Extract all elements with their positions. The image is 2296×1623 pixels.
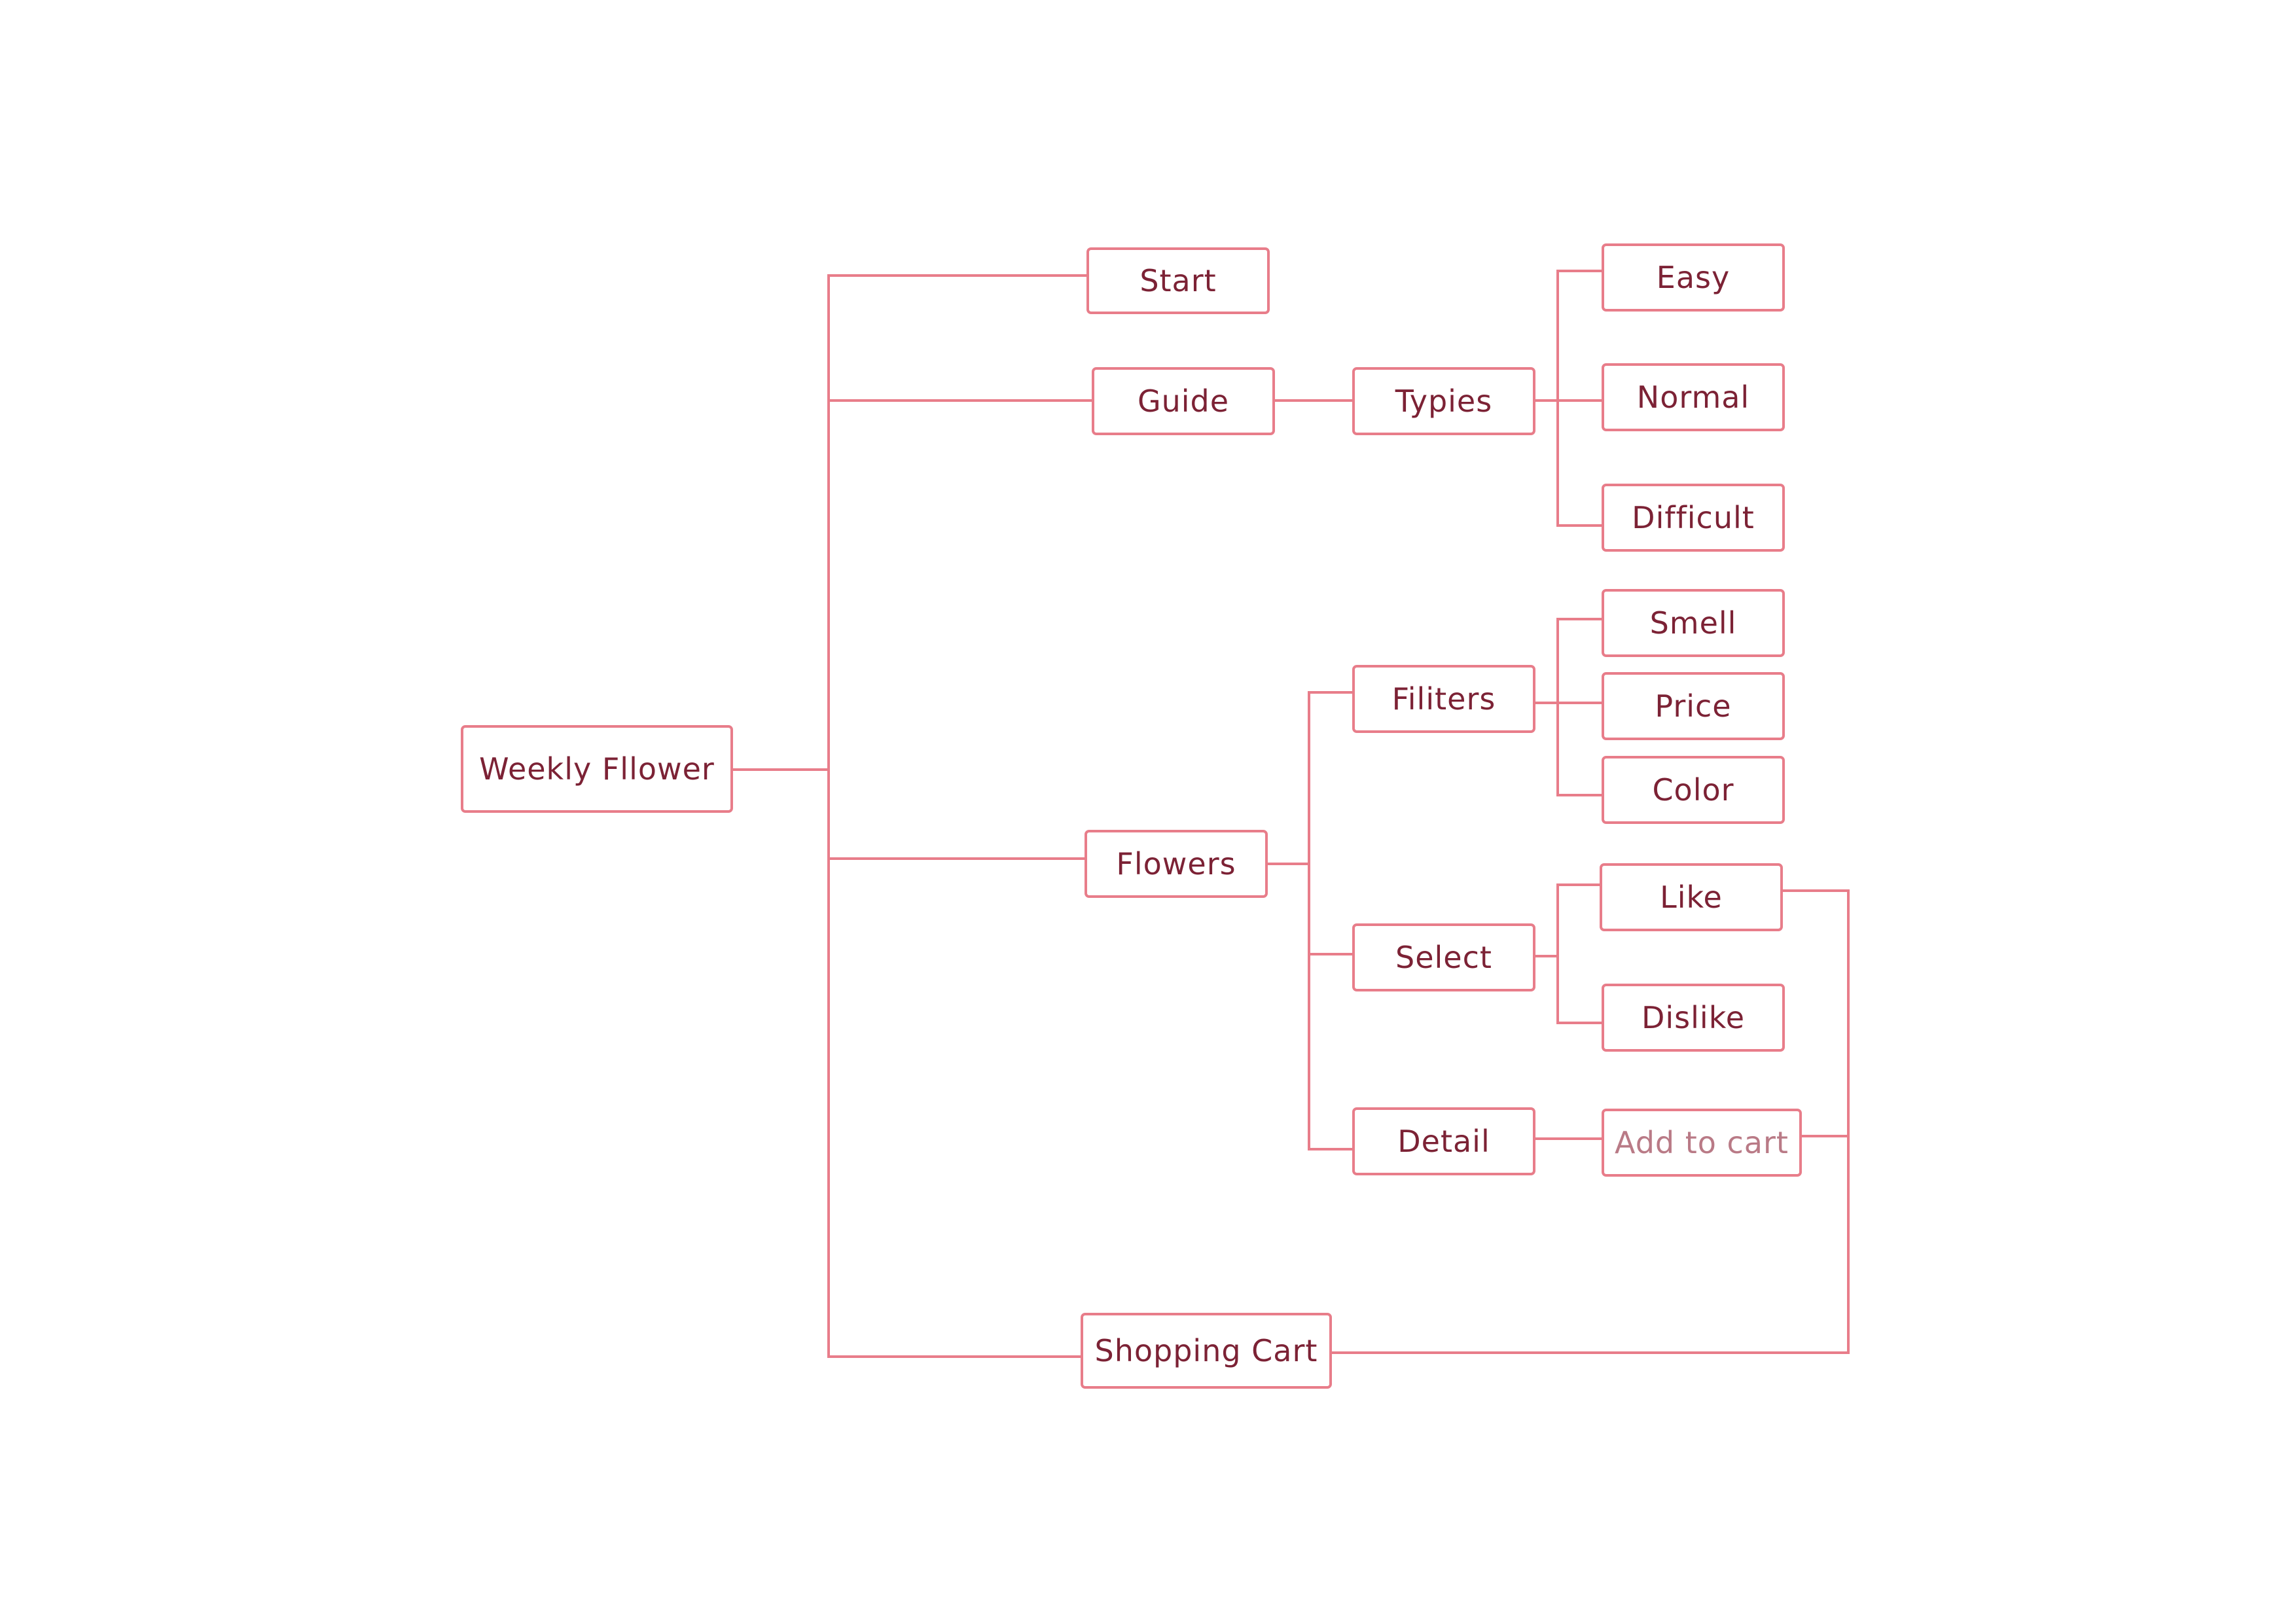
node-select: Select xyxy=(1352,923,1535,991)
node-flowers: Flowers xyxy=(1085,830,1268,898)
node-price: Price xyxy=(1602,672,1785,740)
node-start: Start xyxy=(1086,247,1270,314)
node-normal: Normal xyxy=(1602,363,1785,431)
node-color: Color xyxy=(1602,756,1785,824)
node-weekly-flower: Weekly Fllower xyxy=(461,725,733,813)
node-easy: Easy xyxy=(1602,243,1785,312)
node-add-to-cart: Add to cart xyxy=(1602,1109,1802,1177)
node-dislike: Dislike xyxy=(1602,984,1785,1052)
node-guide: Guide xyxy=(1092,367,1275,435)
node-shopping-cart: Shopping Cart xyxy=(1081,1313,1332,1389)
node-difficult: Difficult xyxy=(1602,484,1785,552)
node-like: Like xyxy=(1600,863,1783,931)
node-filiters: Filiters xyxy=(1352,665,1535,733)
node-detail: Detail xyxy=(1352,1107,1535,1175)
node-smell: Smell xyxy=(1602,589,1785,657)
node-typies: Typies xyxy=(1352,367,1535,435)
